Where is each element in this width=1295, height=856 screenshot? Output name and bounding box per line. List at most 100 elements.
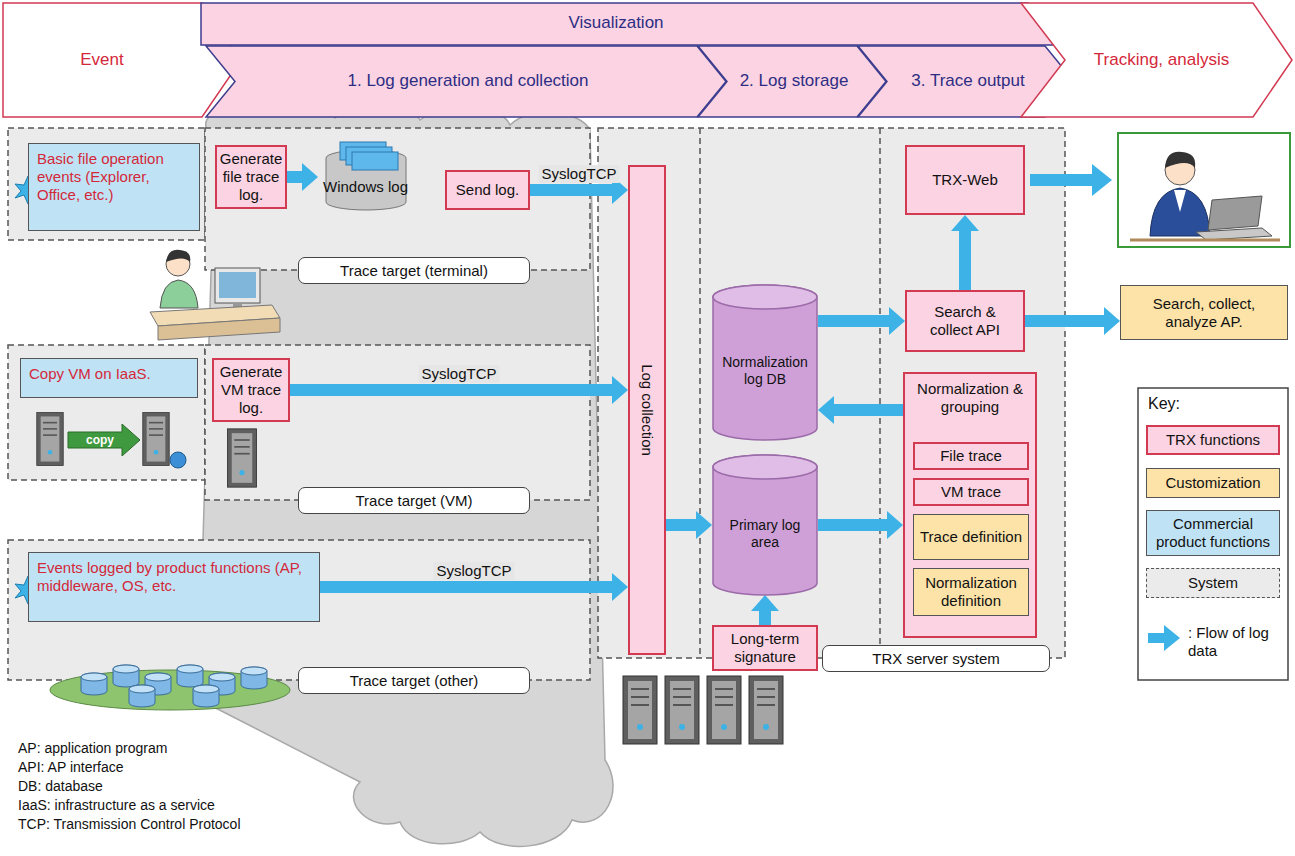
node-text: Long-term signature (718, 630, 812, 666)
group-box: Normalization & groupingFile trace VM tra… (903, 372, 1037, 638)
node-text: Generate VM trace log. (218, 363, 284, 417)
legend-text: Customization (1165, 474, 1260, 492)
function-box: Send log. (445, 170, 530, 210)
flow-arrow (834, 404, 903, 416)
system-tab: TRX server system (822, 645, 1050, 672)
system-box (205, 128, 590, 270)
vm-server-icon (227, 429, 256, 487)
function-box: Long-term signature (712, 625, 818, 671)
legend-frame (1138, 388, 1288, 680)
globe (170, 452, 186, 468)
function-box: Generate file trace log. (215, 145, 287, 209)
flow-arrow (320, 581, 612, 593)
db-icon (81, 673, 107, 695)
log-icon: Windows log (318, 138, 413, 213)
flow-arrow (530, 184, 612, 196)
system-tab: Trace target (other) (298, 667, 530, 694)
node-text: Windows log (323, 178, 408, 196)
legend-text: Commercial product functions (1151, 515, 1275, 551)
node-text: Basic file operation events (Explorer, O… (37, 150, 191, 204)
picture-frame (1118, 133, 1290, 247)
legend-item: : Flow of log data (1184, 622, 1284, 662)
node-text: TRX-Web (932, 171, 998, 189)
trx-servers (623, 676, 783, 744)
node-text: Trace target (other) (350, 672, 479, 690)
person-suit (1150, 188, 1210, 236)
event-box: Copy VM on IaaS. (20, 358, 198, 398)
node-text: File trace (940, 447, 1002, 465)
server-tower (749, 676, 783, 744)
node-text: Trace target (VM) (356, 492, 473, 510)
node-text: Normalization definition (918, 574, 1024, 610)
legend-text: System (1188, 574, 1238, 592)
abbreviation-note: API: AP interface (18, 759, 124, 776)
function-box: VM trace (913, 478, 1029, 506)
stage-divider (879, 128, 881, 658)
system-tab: Trace target (terminal) (298, 257, 530, 284)
chevron-outline (206, 46, 726, 117)
person-hair (166, 250, 190, 262)
node-text: 3. Trace output (911, 71, 1024, 91)
node-text: Trace target (terminal) (340, 262, 488, 280)
database-cylinder: Primary log area (712, 455, 818, 595)
node-text: Normalization log DB (716, 354, 814, 388)
node-text: 2. Log storage (740, 71, 849, 91)
node-text: VM trace (941, 483, 1001, 501)
laptop-base (1196, 228, 1272, 240)
function-box: File trace (913, 442, 1029, 470)
analyst-picture (1118, 133, 1290, 247)
edge-label: SyslogTCP (418, 365, 499, 383)
arrow-label: copy (86, 433, 114, 447)
flow-arrow (818, 519, 887, 531)
legend-swatch: Customization (1146, 468, 1280, 498)
person-hair (1165, 152, 1195, 168)
legend-title: Key: (1148, 394, 1180, 413)
icon-shape (318, 138, 413, 213)
stage-chevron: Tracking, analysis (1020, 2, 1293, 118)
server-tower (143, 413, 169, 466)
node-text: Send log. (456, 181, 519, 199)
legend-swatch: Commercial product functions (1146, 510, 1280, 556)
abbreviation-note: IaaS: infrastructure as a service (18, 797, 215, 814)
node-text: Events logged by product functions (AP, … (37, 559, 311, 595)
node-text: 1. Log generation and collection (347, 71, 588, 91)
system-tab: Trace target (VM) (298, 487, 530, 514)
stage-chevron: 2. Log storage (697, 45, 887, 118)
cylinder-body (713, 285, 817, 440)
custom-box: Trace definition (913, 514, 1029, 560)
custom-box: Normalization definition (913, 568, 1029, 616)
system-box (205, 345, 590, 500)
abbreviation-note: AP: application program (18, 740, 167, 757)
log-sheet (352, 152, 398, 170)
desk-front (158, 318, 280, 340)
node-text: Copy VM on IaaS. (29, 365, 151, 383)
node-text: Trace definition (920, 528, 1022, 546)
legend-flow-sample (1148, 625, 1180, 651)
function-box: Search & collect API (905, 290, 1025, 352)
node-text: Normalization & grouping (909, 380, 1031, 416)
node-text: Visualization (568, 13, 663, 33)
cylinder-top (713, 455, 817, 479)
legend-text: TRX functions (1166, 431, 1260, 449)
system-boxes (8, 128, 1065, 680)
stage-divider (699, 128, 701, 658)
function-box: TRX-Web (905, 145, 1025, 215)
flow-arrow (666, 519, 696, 531)
database-cluster (50, 665, 290, 710)
function-box: Generate VM trace log. (212, 358, 290, 422)
cylinder-body (713, 455, 817, 595)
monitor (215, 268, 260, 303)
flow-arrow (1025, 315, 1104, 327)
server-tower (707, 676, 741, 744)
vm-copy-illustration (37, 413, 186, 468)
db-icon (129, 685, 155, 707)
node-text: Search, collect, analyze AP. (1125, 295, 1283, 331)
db-icon (113, 665, 139, 687)
person-body (160, 280, 198, 308)
flow-arrow (287, 171, 302, 183)
node-text: Log collection (638, 364, 656, 456)
server-tower (665, 676, 699, 744)
system-box (8, 128, 205, 240)
flow-arrow-to-user (1030, 164, 1112, 196)
